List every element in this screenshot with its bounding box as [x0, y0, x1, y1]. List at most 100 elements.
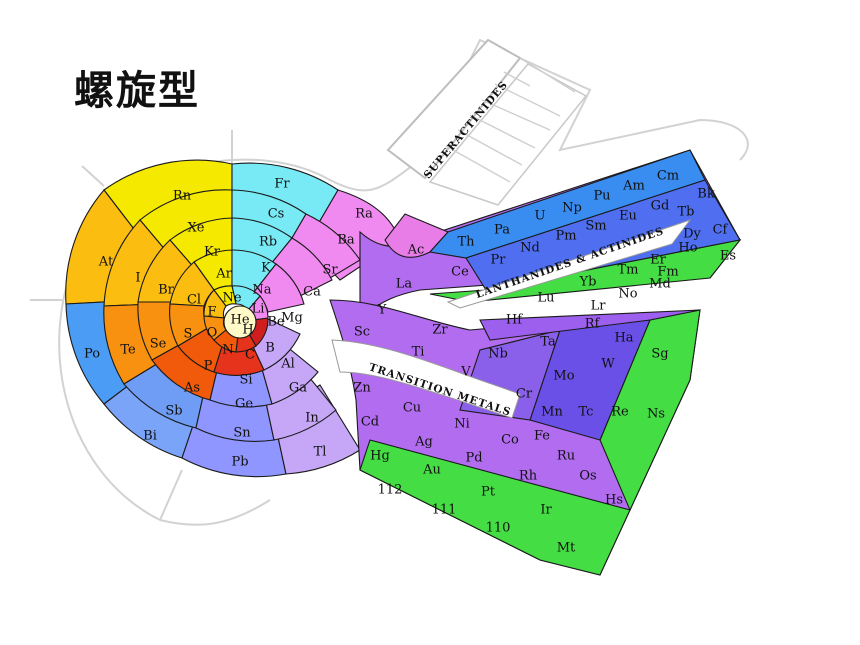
element-V: V: [460, 365, 471, 380]
element-Co: Co: [501, 433, 519, 448]
element-Hs: Hs: [605, 493, 623, 508]
spiral-core: [65, 159, 401, 478]
element-Sr: Sr: [322, 263, 338, 278]
element-La: La: [396, 277, 413, 292]
element-Es: Es: [720, 249, 736, 264]
element-Mg: Mg: [281, 311, 303, 326]
element-In: In: [305, 411, 319, 426]
element-No: No: [618, 287, 637, 302]
lanthanides-actinides-arm: LANTHANIDES & ACTINIDES: [359, 149, 742, 322]
element-Rb: Rb: [259, 235, 277, 250]
element-Ca: Ca: [303, 285, 321, 300]
element-Sg: Sg: [651, 347, 668, 362]
element-Sb: Sb: [165, 404, 182, 419]
element-He: He: [230, 313, 249, 328]
element-Be: Be: [267, 315, 285, 330]
element-Fr: Fr: [274, 177, 290, 192]
element-Ga: Ga: [289, 381, 307, 396]
element-N: N: [222, 343, 233, 358]
element-Te: Te: [120, 343, 136, 358]
element-Y: Y: [377, 303, 387, 318]
element-Ar: Ar: [215, 267, 232, 282]
element-Nb: Nb: [488, 347, 508, 362]
element-Er: Er: [650, 253, 666, 268]
element-Cu: Cu: [403, 401, 421, 416]
element-Ni: Ni: [454, 417, 470, 432]
element-Si: Si: [239, 373, 252, 388]
element-I: I: [135, 271, 140, 286]
element-Pb: Pb: [231, 455, 248, 470]
element-Tb: Tb: [678, 205, 695, 220]
element-112: 112: [378, 483, 403, 498]
element-Np: Np: [562, 201, 582, 216]
element-Cr: Cr: [516, 387, 533, 402]
element-Pr: Pr: [491, 253, 507, 268]
element-Cs: Cs: [268, 207, 285, 222]
element-P: P: [204, 359, 213, 374]
element-Eu: Eu: [619, 209, 637, 224]
element-Li: Li: [252, 302, 265, 317]
element-Hg: Hg: [370, 449, 390, 464]
element-Ha: Ha: [614, 331, 633, 346]
inner-Ne: [213, 285, 237, 307]
element-Zr: Zr: [432, 323, 448, 338]
element-Xe: Xe: [188, 221, 205, 236]
element-Al: Al: [280, 357, 295, 372]
element-Cl: Cl: [187, 293, 201, 308]
element-Ce: Ce: [451, 265, 469, 280]
element-Tc: Tc: [579, 405, 594, 420]
element-Pt: Pt: [481, 485, 496, 500]
element-Ir: Ir: [540, 503, 552, 518]
element-Pd: Pd: [465, 451, 482, 466]
element-Th: Th: [457, 235, 475, 250]
element-F: F: [207, 305, 216, 320]
element-Kr: Kr: [204, 245, 221, 260]
element-U: U: [535, 209, 546, 224]
element-Lr: Lr: [591, 299, 607, 314]
page-title: 螺旋型: [74, 67, 200, 114]
element-Ra: Ra: [355, 207, 373, 222]
element-Po: Po: [84, 347, 100, 362]
element-Os: Os: [579, 469, 596, 484]
element-Am: Am: [622, 179, 645, 194]
element-Ti: Ti: [412, 345, 425, 360]
element-111: 111: [432, 503, 457, 518]
element-Rn: Rn: [173, 189, 192, 204]
element-Tm: Tm: [618, 263, 639, 278]
element-Ag: Ag: [414, 435, 433, 450]
element-Ho: Ho: [678, 241, 697, 256]
element-Au: Au: [422, 463, 441, 478]
element-Na: Na: [252, 283, 271, 298]
superactinides-band: SUPERACTINIDES: [386, 38, 588, 206]
element-Bi: Bi: [143, 429, 157, 444]
element-Se: Se: [150, 337, 167, 352]
element-Gd: Gd: [651, 199, 670, 214]
element-Dy: Dy: [683, 227, 701, 242]
element-Ac: Ac: [407, 243, 425, 258]
element-Sn: Sn: [233, 426, 251, 441]
element-Mn: Mn: [541, 405, 563, 420]
element-B: B: [265, 341, 275, 356]
transition-metals-arm: TRANSITION METALS: [329, 299, 701, 576]
element-C: C: [245, 348, 255, 363]
element-W: W: [601, 357, 615, 372]
element-Mt: Mt: [557, 541, 576, 556]
element-110: 110: [486, 521, 511, 536]
element-Pu: Pu: [593, 189, 610, 204]
element-Tl: Tl: [314, 445, 327, 460]
element-As: As: [183, 381, 200, 396]
element-Nd: Nd: [520, 241, 540, 256]
element-Hf: Hf: [506, 313, 523, 328]
element-Br: Br: [158, 283, 175, 298]
element-Yb: Yb: [579, 275, 597, 290]
element-Rh: Rh: [519, 469, 538, 484]
element-Fm: Fm: [657, 265, 678, 280]
element-Ne: Ne: [222, 291, 241, 306]
element-H: H: [242, 323, 253, 338]
element-Mo: Mo: [553, 369, 574, 384]
element-Lu: Lu: [537, 291, 554, 306]
element-Ge: Ge: [235, 397, 253, 412]
element-Cf: Cf: [713, 223, 729, 238]
